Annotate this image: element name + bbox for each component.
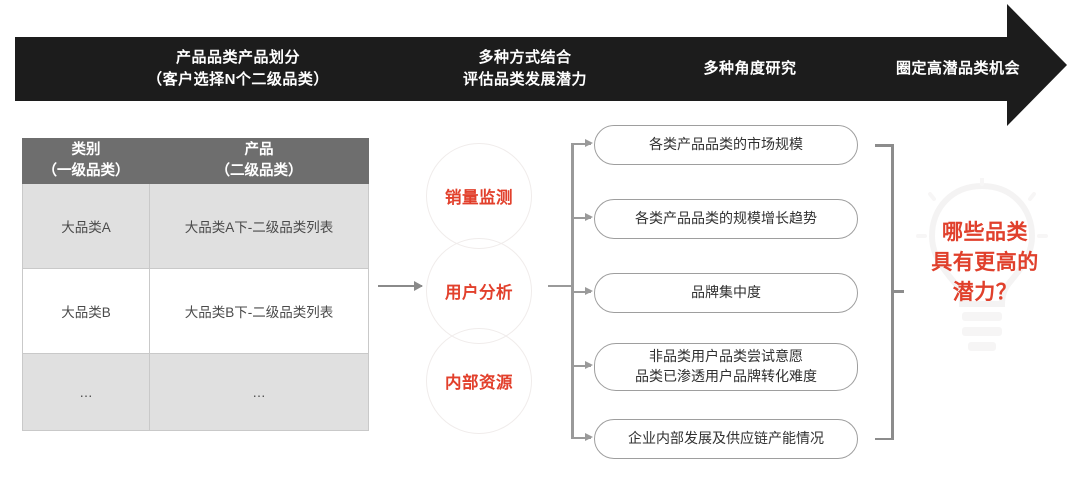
- conclusion-question: 哪些品类 具有更高的 潜力？: [900, 218, 1070, 307]
- dimension-pill-line: 各类产品品类的市场规模: [649, 136, 803, 153]
- banner-step-2-line-1: 多种方式结合: [478, 49, 572, 67]
- table-cell-category: …: [22, 353, 150, 431]
- method-circle-sales-monitoring: 销量监测: [426, 143, 532, 249]
- banner-body: [15, 37, 1015, 101]
- banner-step-4: 圈定高潜品类机会: [858, 37, 1058, 101]
- method-circle-internal-resources: 内部资源: [426, 328, 532, 434]
- table-cell-product: 大品类A下-二级品类列表: [149, 183, 369, 269]
- dimension-pill-brand-concentration: 品牌集中度: [594, 273, 858, 313]
- banner-step-4-line-1: 圈定高潜品类机会: [895, 60, 1020, 78]
- banner-step-3-line-1: 多种角度研究: [703, 60, 797, 78]
- dimension-pill-line: 各类产品品类的规模增长趋势: [635, 210, 817, 227]
- banner-step-2-line-2: 评估品类发展潜力: [462, 71, 587, 88]
- fan-stem-line: [548, 285, 572, 287]
- table-header-product-line-1: 产品: [244, 141, 274, 158]
- dimension-pill-line: 非品类用户品类尝试意愿: [649, 348, 803, 365]
- lightbulb-icon: [916, 178, 1048, 351]
- banner-step-1: 产品品类产品划分 （客户选择N个二级品类）: [78, 37, 398, 101]
- table-cell-category: 大品类A: [22, 183, 150, 269]
- table-header-row: 类别 （一级品类） 产品 （二级品类）: [22, 138, 369, 184]
- table-cell-category: 大品类B: [22, 268, 150, 354]
- table-header-category: 类别 （一级品类）: [22, 138, 150, 184]
- method-label: 内部资源: [445, 374, 513, 392]
- banner-step-2: 多种方式结合 评估品类发展潜力: [400, 37, 650, 101]
- table-to-methods-arrow-icon: [378, 281, 423, 291]
- dimension-pill-market-size: 各类产品品类的市场规模: [594, 125, 858, 165]
- dimension-pill-line: 品牌集中度: [691, 284, 761, 301]
- table-row: 大品类A 大品类A下-二级品类列表: [22, 183, 369, 269]
- fan-branch-arrow-icon-1: [571, 139, 593, 147]
- dimension-pill-line: 品类已渗透用户品牌转化难度: [635, 368, 817, 384]
- fan-branch-arrow-icon-3: [571, 287, 593, 295]
- conclusion-line-3: 潜力？: [952, 280, 1018, 304]
- table-cell-product: …: [149, 353, 369, 431]
- table-header-product: 产品 （二级品类）: [149, 138, 369, 184]
- dimension-pill-supply-chain: 企业内部发展及供应链产能情况: [594, 419, 858, 459]
- table-cell-product: 大品类B下-二级品类列表: [149, 268, 369, 354]
- conclusion-line-2: 具有更高的: [931, 250, 1039, 274]
- fan-branch-arrow-icon-2: [571, 213, 593, 221]
- table-row: … …: [22, 353, 369, 431]
- banner-step-3: 多种角度研究: [640, 37, 860, 101]
- table-header-product-line-2: （二级品类）: [215, 163, 303, 179]
- process-banner: 产品品类产品划分 （客户选择N个二级品类） 多种方式结合 评估品类发展潜力 多种…: [0, 0, 1080, 130]
- banner-arrowhead-icon: [1007, 4, 1067, 126]
- fan-branch-arrow-icon-4: [571, 361, 593, 369]
- method-label: 用户分析: [445, 284, 513, 302]
- table-header-category-line-2: （一级品类）: [42, 163, 130, 179]
- dimension-pill-growth-trend: 各类产品品类的规模增长趋势: [594, 199, 858, 239]
- banner-step-1-line-1: 产品品类产品划分: [175, 49, 300, 67]
- banner-step-1-line-2: （客户选择N个二级品类）: [147, 71, 329, 88]
- dimension-pill-line: 企业内部发展及供应链产能情况: [628, 430, 824, 447]
- method-label: 销量监测: [445, 189, 513, 207]
- dimension-pill-trial-willingness: 非品类用户品类尝试意愿 品类已渗透用户品牌转化难度: [594, 343, 858, 391]
- category-table: 类别 （一级品类） 产品 （二级品类） 大品类A 大品类A下-二级品类列表 大品…: [22, 138, 369, 431]
- conclusion-line-1: 哪些品类: [942, 221, 1028, 244]
- table-header-category-line-1: 类别: [71, 141, 101, 158]
- fan-branch-arrow-icon-5: [571, 433, 593, 441]
- closing-bracket-icon: [875, 144, 904, 440]
- table-row: 大品类B 大品类B下-二级品类列表: [22, 268, 369, 354]
